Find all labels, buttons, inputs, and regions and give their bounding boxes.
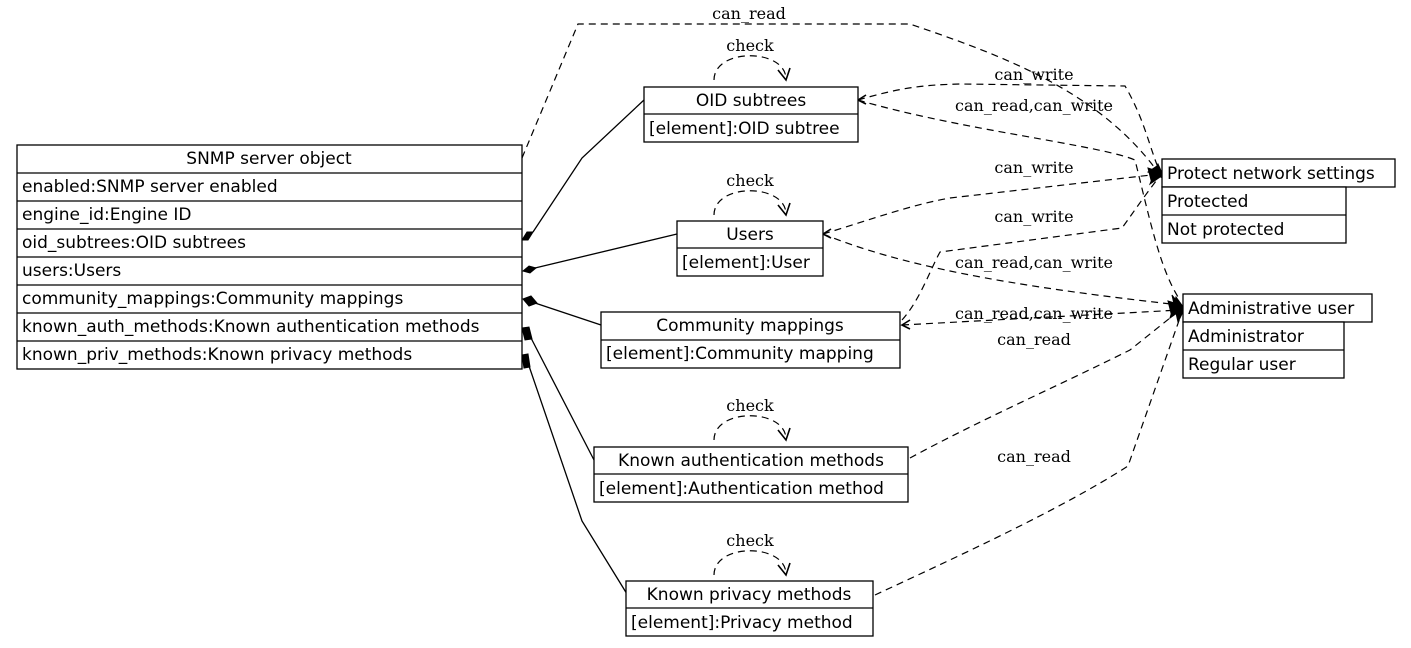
field-engine-id: engine_id:Engine ID <box>22 205 192 225</box>
field-enabled: enabled:SNMP server enabled <box>22 177 278 197</box>
label-community-can-read-write: can_read,can_write <box>955 304 1113 323</box>
edge-users-can-write <box>822 173 1161 235</box>
node-administrative-user: Administrative user Administrator Regula… <box>1182 293 1373 379</box>
arrowhead-protect-b <box>1148 162 1164 186</box>
label-auth-check: check <box>726 396 774 415</box>
arrowhead-oid-check <box>777 67 791 82</box>
composition-diamond-oid <box>521 231 534 241</box>
arrowhead-users-check <box>777 202 791 217</box>
enum-value-protected: Protected <box>1167 192 1248 212</box>
composition-diamond-users <box>521 265 538 274</box>
label-oid-check: check <box>726 36 774 55</box>
label-community-can-write: can_write <box>994 207 1073 226</box>
label-server-can-read: can_read <box>712 4 786 23</box>
node-title: Known authentication methods <box>618 451 884 471</box>
edge-community-can-read-write <box>901 309 1181 326</box>
edge-community-can-write <box>901 175 1161 321</box>
arrowhead-auth-check <box>777 427 791 442</box>
edge-labels: can_read check can_write can_read,can_wr… <box>712 4 1113 550</box>
label-oid-can-read-write: can_read,can_write <box>955 96 1113 115</box>
composition-diamond-priv <box>521 353 531 369</box>
field-users: users:Users <box>22 261 121 281</box>
label-priv-can-read: can_read <box>997 447 1071 466</box>
edge-oid-check <box>713 55 787 81</box>
node-title: Users <box>726 225 774 245</box>
node-title: Administrative user <box>1188 299 1354 319</box>
field-known-auth-methods: known_auth_methods:Known authentication … <box>22 317 480 337</box>
label-community-can-read: can_read <box>997 330 1071 349</box>
composition-diamond-community <box>522 295 538 307</box>
node-title: Community mappings <box>656 316 844 336</box>
field-element: [element]:Authentication method <box>599 479 884 499</box>
label-users-check: check <box>726 171 774 190</box>
node-title: SNMP server object <box>186 149 352 169</box>
arrowhead-priv-check <box>777 562 791 577</box>
edges <box>521 23 1186 596</box>
edge-priv-check <box>713 550 787 576</box>
arrowhead-admin-c <box>1171 294 1185 324</box>
enum-value-administrator: Administrator <box>1188 327 1304 347</box>
field-known-priv-methods: known_priv_methods:Known privacy methods <box>22 345 412 365</box>
field-community-mappings: community_mappings:Community mappings <box>22 289 403 309</box>
field-element: [element]:Community mapping <box>606 344 874 364</box>
label-users-can-write: can_write <box>994 158 1073 177</box>
node-title: Protect network settings <box>1167 164 1375 184</box>
edge-server-users <box>534 233 678 269</box>
edge-server-priv <box>528 365 628 595</box>
edge-auth-check <box>713 415 787 441</box>
edge-server-auth <box>530 337 595 461</box>
node-title: Known privacy methods <box>647 585 852 605</box>
edge-users-can-read-write <box>822 233 1181 306</box>
enum-value-regular-user: Regular user <box>1188 355 1296 375</box>
label-oid-can-write: can_write <box>994 65 1073 84</box>
arrowtail-oid-can-write <box>856 94 867 105</box>
field-element: [element]:OID subtree <box>649 119 840 139</box>
field-oid-subtrees: oid_subtrees:OID subtrees <box>22 233 246 253</box>
node-oid-subtrees: OID subtrees [element]:OID subtree <box>643 86 859 143</box>
node-known-auth-methods: Known authentication methods [element]:A… <box>593 446 909 503</box>
label-priv-check: check <box>726 531 774 550</box>
node-title: OID subtrees <box>696 91 807 111</box>
enum-value-not-protected: Not protected <box>1167 220 1284 240</box>
node-protect-network-settings: Protect network settings Protected Not p… <box>1161 158 1396 244</box>
edge-oid-can-read-write <box>857 99 1181 301</box>
edge-priv-can-read <box>874 311 1183 596</box>
label-users-can-read-write: can_read,can_write <box>955 253 1113 272</box>
node-users: Users [element]:User <box>676 220 824 277</box>
node-known-priv-methods: Known privacy methods [element]:Privacy … <box>625 580 874 637</box>
edge-server-oid-subtrees <box>532 99 645 233</box>
edge-users-check <box>713 190 787 216</box>
field-element: [element]:Privacy method <box>631 613 853 633</box>
arrowtail-users-can-write <box>821 228 832 239</box>
field-element: [element]:User <box>682 253 810 273</box>
node-snmp-server-object: SNMP server object enabled:SNMP server e… <box>16 144 523 370</box>
composition-diamond-auth <box>521 326 533 341</box>
edge-server-community <box>534 302 602 326</box>
arrowtail-community-can-read-write <box>900 319 911 330</box>
node-community-mappings: Community mappings [element]:Community m… <box>600 311 901 369</box>
